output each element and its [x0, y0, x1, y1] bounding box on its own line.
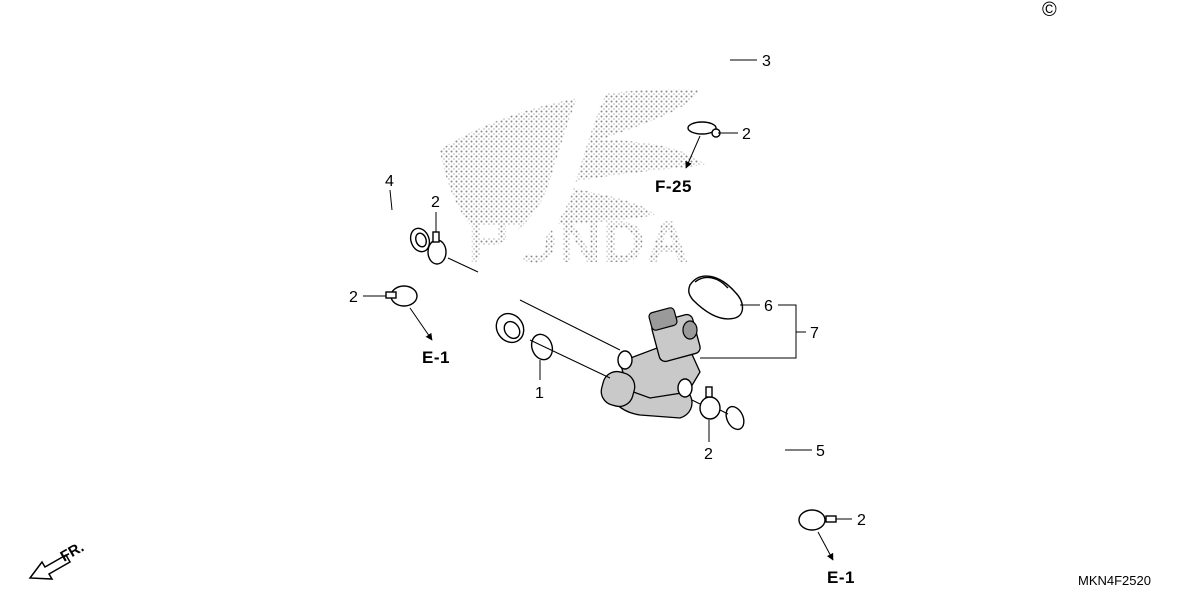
assembly-lines: [447, 257, 729, 415]
copyright-mark: ©: [1042, 0, 1057, 21]
callout-2-lower: 2: [857, 512, 866, 529]
clip-2-hose4: [427, 231, 447, 265]
callout-3: 3: [762, 53, 771, 70]
callout-2-hose4: 2: [431, 194, 440, 211]
reference-f25: F-25: [655, 177, 692, 196]
reference-arrows: [409, 135, 834, 561]
clip-2-upper: [687, 121, 721, 138]
hose-5: [723, 405, 814, 510]
callout-5: 5: [816, 443, 825, 460]
bracket-6: [688, 275, 744, 320]
hose-3: [466, 6, 732, 344]
callout-7: 7: [810, 325, 819, 342]
clip-2-lower-right: [798, 509, 837, 531]
leader-lines: [363, 59, 852, 520]
callout-2-valve: 2: [704, 446, 713, 463]
callout-1: 1: [535, 385, 544, 402]
callout-2-upper: 2: [742, 126, 751, 143]
reference-e1-right: E-1: [827, 568, 855, 587]
drawing-code: MKN4F2520: [1078, 573, 1151, 588]
air-injection-valve-assembly: [600, 307, 701, 419]
front-arrow-icon: [28, 553, 72, 580]
front-direction-indicator: FR.: [28, 539, 87, 580]
callout-6: 6: [764, 298, 773, 315]
reference-e1-left: E-1: [422, 348, 450, 367]
callout-4: 4: [385, 173, 394, 190]
o-ring-1: [530, 333, 554, 361]
callout-2-left: 2: [349, 289, 358, 306]
hose-4: [348, 201, 432, 277]
clip-2-left-lower: [385, 285, 418, 307]
clip-2-valve: [699, 386, 721, 420]
